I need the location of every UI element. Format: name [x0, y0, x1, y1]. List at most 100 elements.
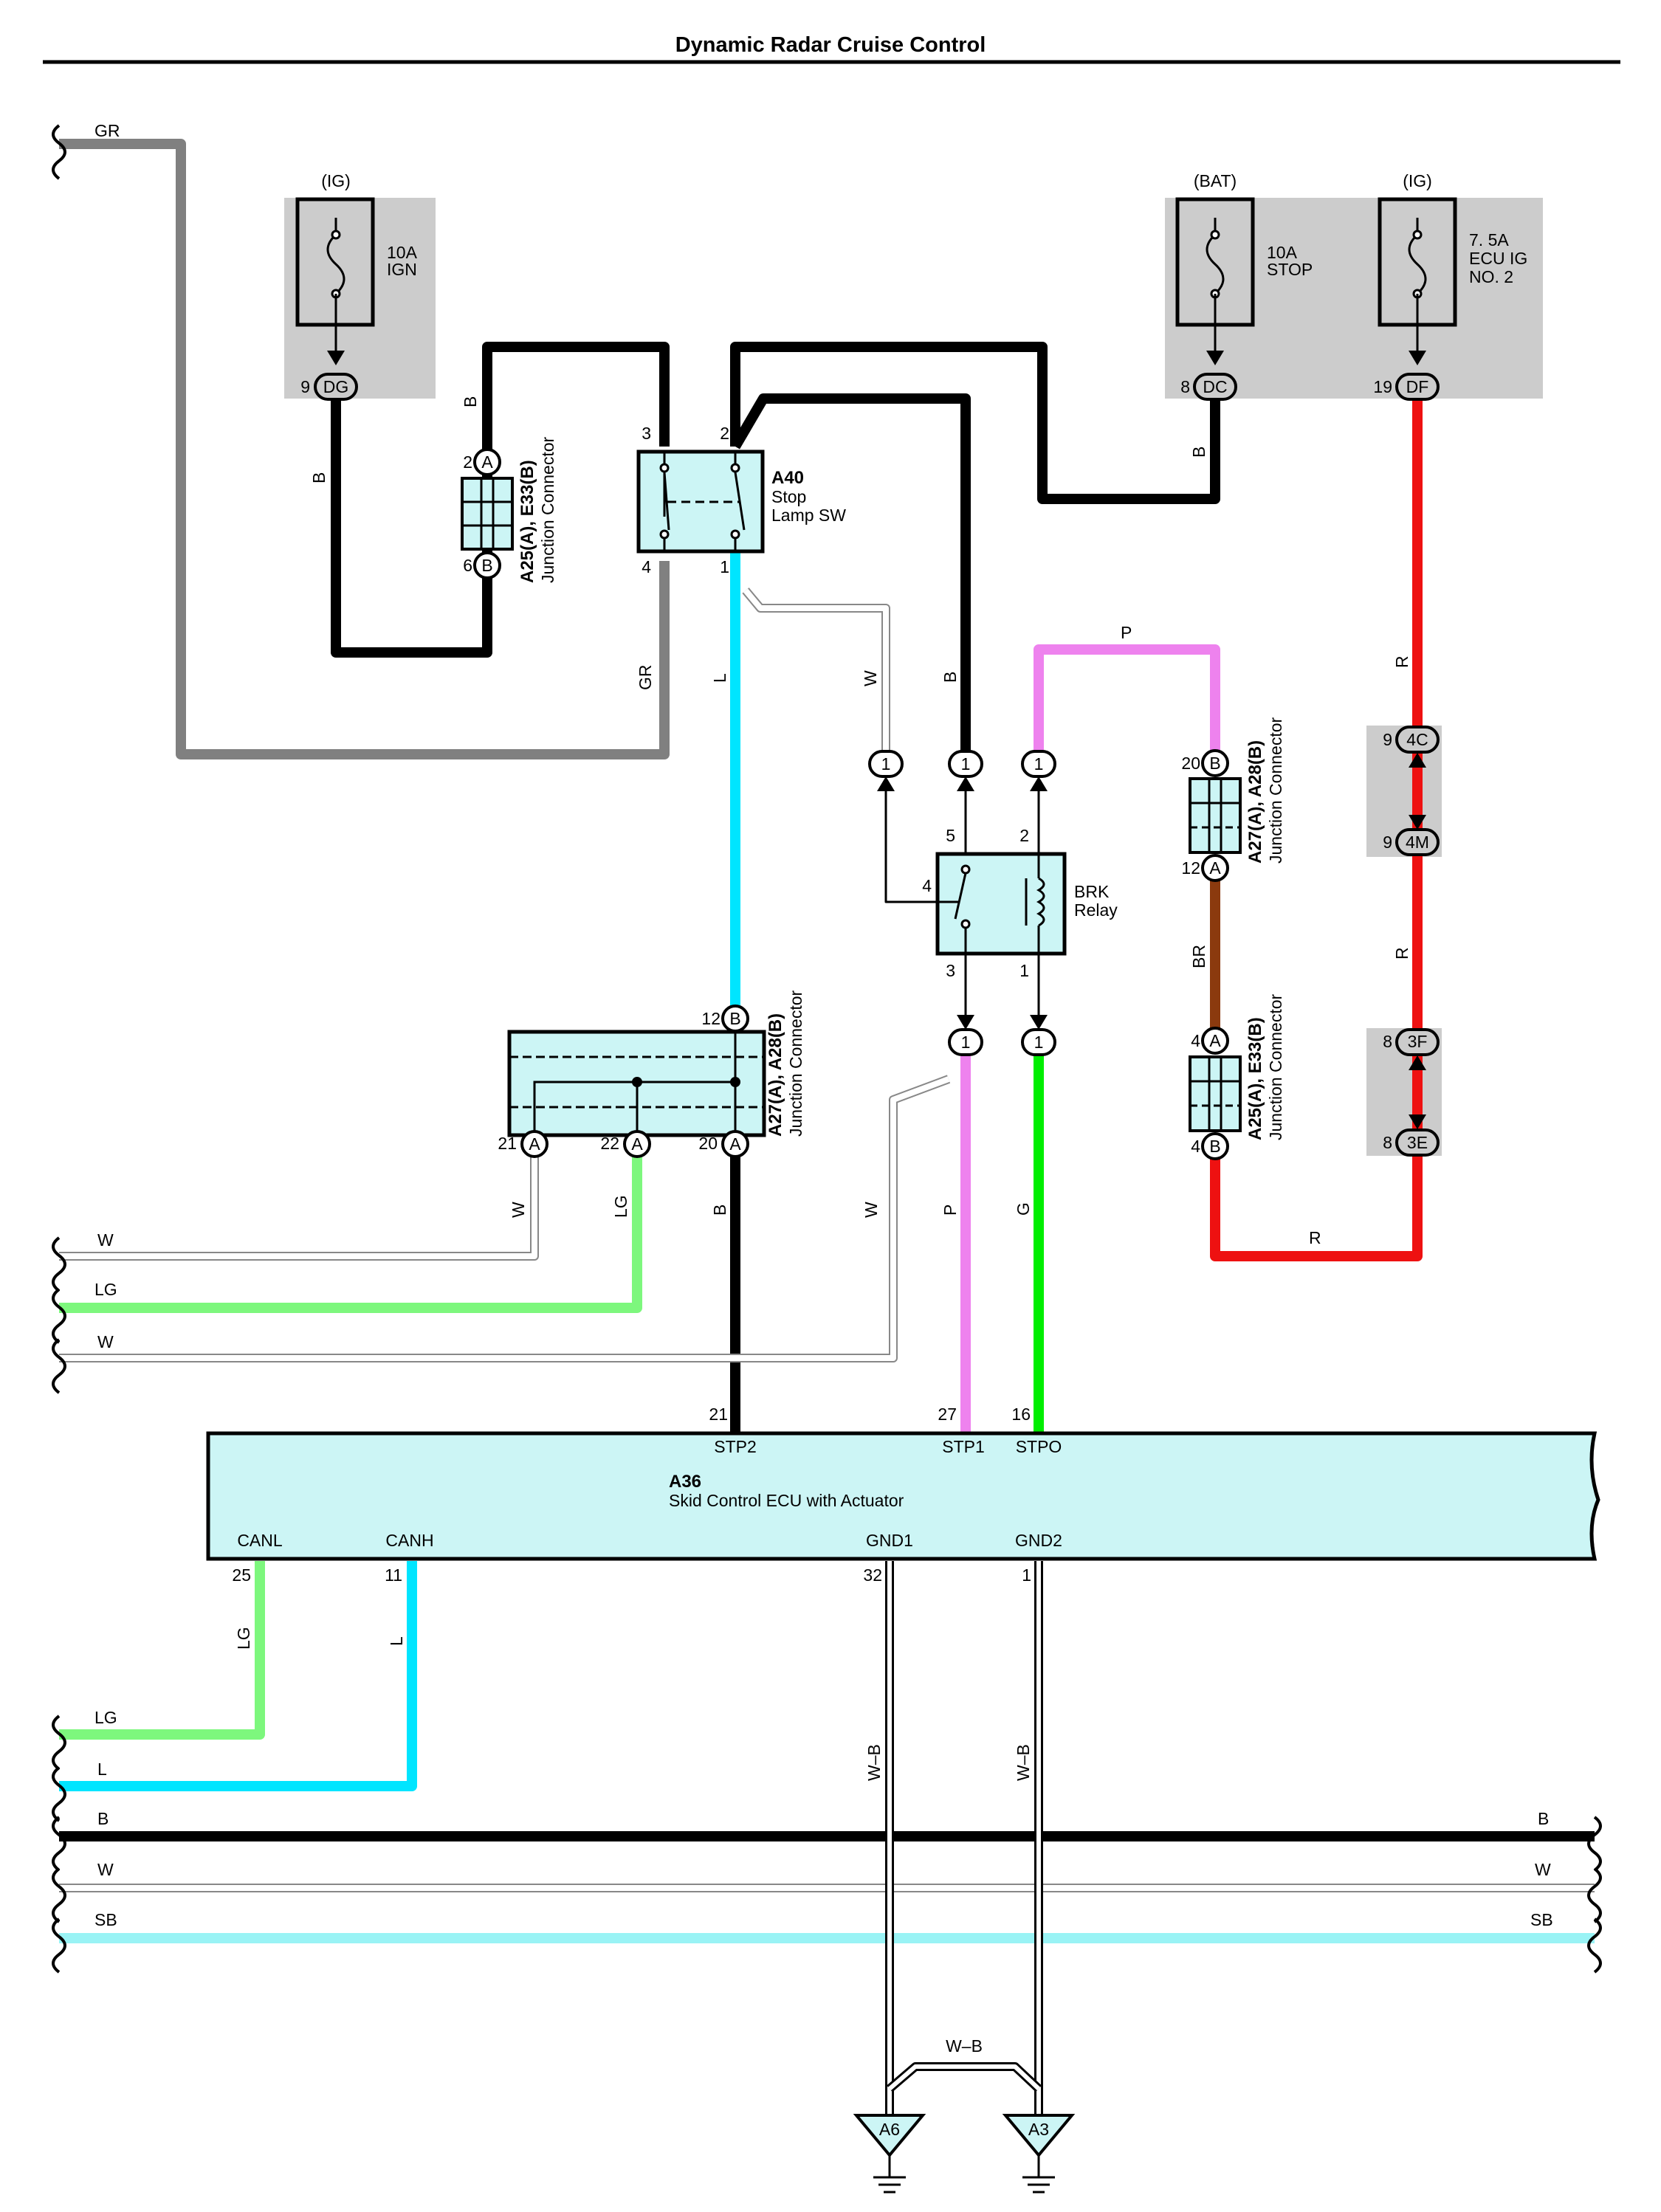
fuse-ign-connector: DG	[323, 377, 349, 396]
svg-text:STPO: STPO	[1016, 1437, 1062, 1456]
stop-lamp-sw-line1: Stop	[771, 487, 806, 506]
inline-connectors: 9 4C 9 4M 8 3F 8 3E	[1383, 726, 1440, 1157]
stop-lamp-sw-code: A40	[771, 468, 804, 488]
fuse-stop: (BAT) 10A STOP 8 DC	[1175, 171, 1313, 401]
svg-text:B: B	[710, 1205, 729, 1216]
svg-text:21: 21	[498, 1134, 517, 1153]
fuse-ign-name: IGN	[387, 260, 417, 279]
svg-text:CANH: CANH	[385, 1531, 433, 1550]
stop-lamp-sw-line2: Lamp SW	[771, 506, 846, 525]
svg-text:4: 4	[922, 876, 932, 895]
svg-text:25: 25	[232, 1565, 251, 1585]
wire-b-j1-to-a40	[482, 342, 670, 458]
svg-text:1: 1	[1019, 961, 1029, 980]
j4-label: Junction Connector	[786, 990, 805, 1137]
fuse-ecu-ig-name2: NO. 2	[1469, 267, 1513, 286]
svg-text:SB: SB	[94, 1910, 117, 1929]
svg-text:W–B: W–B	[946, 2036, 983, 2056]
svg-text:1: 1	[1034, 1033, 1044, 1052]
svg-text:A: A	[1209, 858, 1221, 878]
relay-bottom-connectors: 1 1	[948, 1015, 1056, 1056]
svg-text:W–B: W–B	[864, 1744, 884, 1781]
svg-text:8: 8	[1383, 1133, 1392, 1152]
svg-text:2: 2	[463, 452, 472, 472]
svg-text:W: W	[97, 1230, 114, 1250]
svg-text:3: 3	[642, 424, 651, 443]
svg-text:3E: 3E	[1407, 1133, 1428, 1152]
svg-text:1: 1	[961, 1033, 971, 1052]
svg-text:B: B	[1189, 447, 1208, 458]
svg-text:4M: 4M	[1406, 833, 1429, 852]
svg-text:CANL: CANL	[237, 1531, 283, 1550]
skid-control-ecu: 21 STP2 27 STP1 16 STPO A36 Skid Control…	[206, 1405, 1600, 1585]
svg-text:5: 5	[946, 826, 955, 845]
wire-lg-j4-22	[59, 1155, 642, 1313]
svg-text:R: R	[1392, 947, 1411, 959]
j3-code: A25(A), E33(B)	[1245, 1017, 1265, 1140]
svg-text:2: 2	[1019, 826, 1029, 845]
svg-text:GR: GR	[94, 121, 120, 140]
j4-code: A27(A), A28(B)	[766, 1013, 785, 1137]
wire-lg-canl	[59, 1561, 265, 1740]
svg-text:20: 20	[698, 1134, 718, 1153]
fuse-ign-pin: 9	[300, 377, 310, 396]
svg-text:BR: BR	[1189, 945, 1208, 968]
wire-labels: GR B B GR L W B B P R BR R R W LG B W P …	[94, 121, 1553, 2056]
svg-text:9: 9	[1383, 730, 1392, 749]
fuse-box-stop-ecu-background	[1165, 198, 1543, 399]
fuse-box-ign-background	[284, 198, 436, 399]
brk-relay-line1: BRK	[1074, 882, 1110, 901]
fuse-ecu-ig-source: (IG)	[1403, 171, 1432, 190]
svg-text:22: 22	[600, 1134, 619, 1153]
svg-text:1: 1	[1034, 754, 1044, 773]
svg-text:L: L	[387, 1636, 406, 1646]
stop-lamp-switch: 3 2 4 1 A40 Stop Lamp SW	[636, 424, 846, 576]
svg-text:W: W	[1535, 1860, 1551, 1879]
svg-text:20: 20	[1181, 754, 1200, 773]
svg-text:W–B: W–B	[1014, 1744, 1033, 1781]
svg-text:W: W	[509, 1202, 528, 1218]
svg-text:A6: A6	[879, 2120, 900, 2139]
svg-text:12: 12	[701, 1009, 721, 1028]
svg-text:P: P	[940, 1205, 960, 1216]
svg-text:21: 21	[709, 1405, 728, 1424]
svg-text:32: 32	[863, 1565, 882, 1585]
fuse-stop-source: (BAT)	[1194, 171, 1237, 190]
wire-l-canh	[59, 1561, 417, 1791]
svg-text:1: 1	[720, 557, 729, 576]
j2-code: A27(A), A28(B)	[1245, 740, 1265, 864]
fuse-ecu-ig-connector: DF	[1406, 377, 1429, 396]
wire-w-j4-21	[59, 1155, 539, 1261]
j1-code: A25(A), E33(B)	[517, 460, 537, 583]
j2-label: Junction Connector	[1266, 717, 1285, 864]
svg-text:B: B	[309, 472, 329, 483]
svg-text:3F: 3F	[1408, 1032, 1428, 1051]
wire-b-a40-to-stop	[730, 342, 1220, 504]
svg-text:1: 1	[961, 754, 971, 773]
wire-gr	[59, 139, 670, 759]
svg-text:6: 6	[463, 556, 472, 575]
svg-text:12: 12	[1181, 858, 1200, 878]
fuse-stop-rating: 10A	[1267, 243, 1298, 262]
j3-label: Junction Connector	[1266, 993, 1285, 1140]
wire-b-a40-to-relay	[730, 393, 971, 768]
svg-text:4: 4	[1191, 1137, 1200, 1156]
svg-text:L: L	[710, 673, 729, 683]
junction-connector-j3: 4 A 4 B A25(A), E33(B) Junction Connecto…	[1189, 993, 1285, 1160]
svg-text:A: A	[481, 452, 493, 472]
svg-text:11: 11	[385, 1565, 402, 1585]
fuse-ign-source: (IG)	[321, 171, 351, 190]
svg-text:1: 1	[881, 754, 891, 773]
svg-text:L: L	[97, 1760, 107, 1779]
brk-relay-line2: Relay	[1074, 900, 1118, 920]
svg-text:R: R	[1392, 655, 1411, 668]
svg-text:4: 4	[642, 557, 651, 576]
svg-text:4C: 4C	[1406, 730, 1428, 749]
svg-text:3: 3	[946, 961, 955, 980]
j1-label: Junction Connector	[538, 436, 557, 583]
svg-text:A: A	[631, 1134, 643, 1154]
svg-text:GND1: GND1	[866, 1531, 913, 1550]
ecu-name: Skid Control ECU with Actuator	[669, 1491, 904, 1510]
svg-text:SB: SB	[1530, 1910, 1553, 1929]
